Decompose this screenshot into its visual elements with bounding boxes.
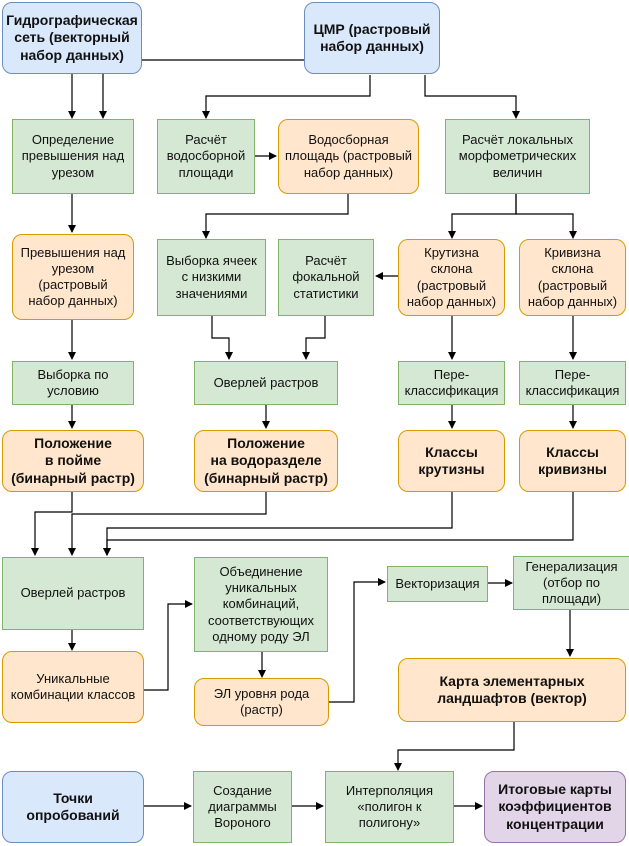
edge-scls-ov2 (103, 492, 453, 556)
edge-focal-overlay (302, 316, 326, 360)
node-voronoi[interactable]: Создание диаграммы Вороного (193, 771, 292, 843)
node-reclass2[interactable]: Пере- классификация (519, 361, 626, 405)
node-floodplain[interactable]: Положение в пойме (бинарный растр) (2, 430, 144, 492)
node-unique[interactable]: Уникальные комбинации классов (2, 651, 144, 723)
node-reclass1[interactable]: Пере- классификация (398, 361, 505, 405)
node-focal[interactable]: Расчёт фокальной статистики (278, 239, 374, 316)
node-el-genus[interactable]: ЭЛ уровня рода (растр) (194, 678, 329, 726)
node-catch-area[interactable]: Водосборная площадь (растровый набор дан… (278, 119, 419, 194)
node-overlay1[interactable]: Оверлей растров (194, 361, 338, 405)
node-points[interactable]: Точки опробований (2, 771, 144, 843)
node-dem[interactable]: ЦМР (растровый набор данных) (304, 2, 440, 74)
node-elev-raster[interactable]: Превышения над урезом (растровый набор д… (12, 234, 134, 320)
node-curv-classes[interactable]: Классы кривизны (519, 430, 626, 492)
node-select-cells[interactable]: Выборка ячеек с низкими значениями (157, 239, 266, 316)
node-final[interactable]: Итоговые карты коэффициентов концентраци… (484, 771, 626, 843)
node-interp[interactable]: Интерполяция «полигон к полигону» (325, 771, 454, 843)
edge-unique-merge (143, 600, 193, 691)
edge-map-interp (394, 722, 515, 771)
edge-dem-local (424, 75, 520, 119)
node-curv[interactable]: Кривизна склона (растровый набор данных) (519, 239, 626, 316)
node-slope-classes[interactable]: Классы крутизны (398, 430, 505, 492)
edge-ws-ov2 (68, 492, 267, 556)
edge-el-vect (329, 578, 386, 703)
edge-local-curv (515, 194, 577, 239)
node-select-cond[interactable]: Выборка по условию (12, 361, 134, 405)
node-slope[interactable]: Крутизна склона (растровый набор данных) (398, 239, 505, 316)
edge-dem-catch (202, 75, 371, 119)
edge-local-slope (448, 194, 517, 239)
node-hydro[interactable]: Гидрографическая сеть (векторный набор д… (2, 2, 142, 74)
edge-ccls-ov2 (103, 492, 574, 556)
node-overlay2[interactable]: Оверлей растров (2, 557, 144, 630)
node-calc-catch[interactable]: Расчёт водосборной площади (157, 119, 255, 194)
node-generalize[interactable]: Генерализация (отбор по площади) (513, 556, 629, 610)
edge-flood-ov2 (31, 492, 73, 556)
node-merge[interactable]: Объединение уникальных комбинаций, соотв… (194, 557, 328, 652)
node-def-elev[interactable]: Определение превышения над урезом (12, 119, 134, 194)
node-vectorize[interactable]: Векторизация (387, 566, 488, 602)
node-watershed[interactable]: Положение на водоразделе (бинарный растр… (194, 430, 338, 492)
node-map-el[interactable]: Карта элементарных ландшафтов (вектор) (398, 658, 626, 722)
edge-select-overlay (211, 316, 233, 360)
edge-area-select (202, 194, 349, 239)
node-calc-local[interactable]: Расчёт локальных морфометрических величи… (445, 119, 590, 194)
